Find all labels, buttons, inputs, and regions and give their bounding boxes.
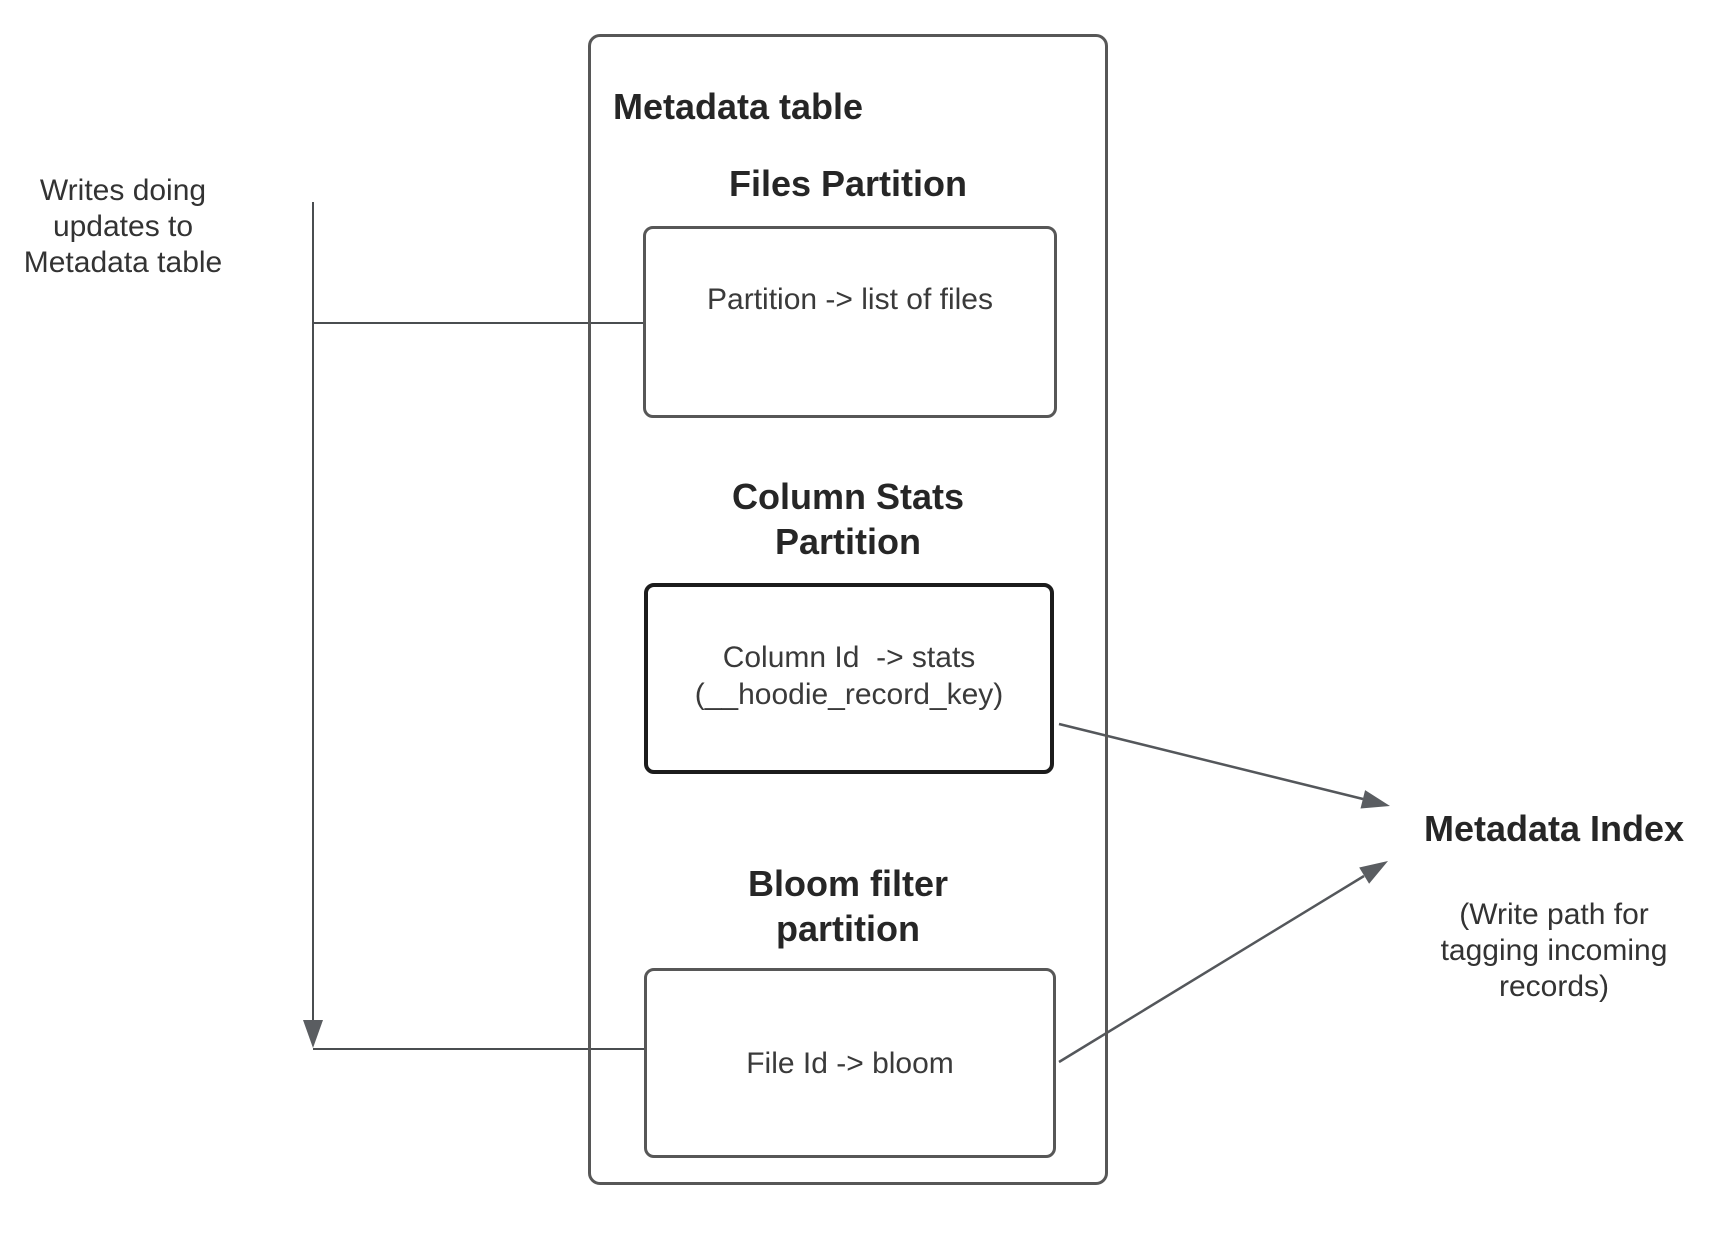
files-partition-header: Files Partition — [728, 163, 968, 204]
arrow-stats-to-index-head — [1360, 790, 1390, 809]
metadata-index-title: Metadata Index — [1423, 808, 1685, 849]
column-stats-partition-header: Column Stats Partition — [731, 476, 964, 562]
column-stats-box: Column Id -> stats (__hoodie_record_key) — [644, 583, 1054, 774]
files-partition-box-text: Partition -> list of files — [707, 283, 993, 316]
metadata-table-title: Metadata table — [613, 86, 864, 127]
arrow-down-head — [303, 1020, 323, 1048]
column-stats-box-text: Column Id -> stats (__hoodie_record_key) — [694, 640, 1004, 711]
arrow-bloom-to-index-head — [1359, 861, 1388, 884]
writes-updates-note: Writes doing updates to Metadata table — [23, 174, 223, 279]
bloom-filter-partition-header: Bloom filter partition — [747, 863, 948, 949]
metadata-index-caption: (Write path for tagging incoming records… — [1440, 898, 1668, 1003]
bloom-filter-box-text: File Id -> bloom — [746, 1046, 954, 1080]
metadata-table-container: Metadata table Files Partition Partition… — [588, 34, 1108, 1185]
bloom-filter-box: File Id -> bloom — [644, 968, 1056, 1158]
files-partition-box: Partition -> list of files — [643, 226, 1057, 418]
